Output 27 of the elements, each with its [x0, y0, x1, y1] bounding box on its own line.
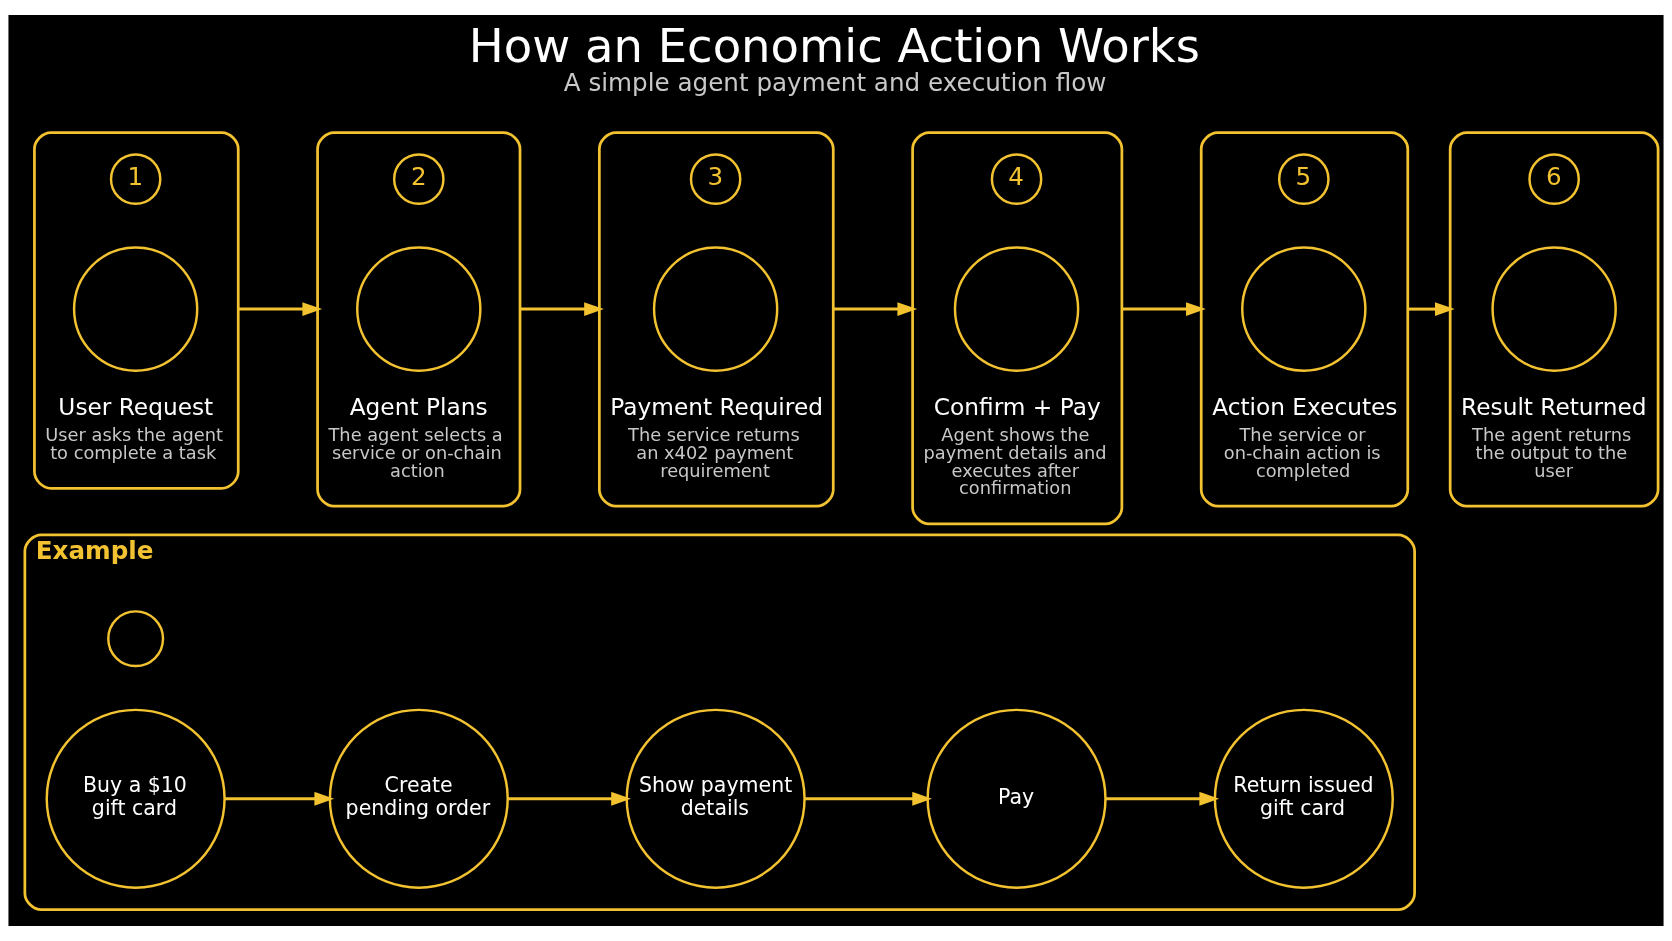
node-circle: 6 [1528, 153, 1580, 205]
node-circle: Show payment details [625, 708, 806, 889]
node-circle: 5 [1277, 153, 1330, 205]
arrow [520, 302, 604, 316]
node-circle [356, 246, 482, 372]
node-circle: Pay [926, 708, 1107, 889]
node-circle [1491, 246, 1617, 372]
node-circle [107, 610, 165, 668]
arrow [238, 302, 323, 316]
arrow [1407, 302, 1455, 316]
arrow [833, 302, 918, 316]
arrow [508, 791, 631, 806]
node-circle [652, 246, 779, 372]
node-circle: Buy a $10 gift card [45, 708, 226, 889]
node-circle: Return issued gift card [1213, 708, 1394, 889]
arrow [804, 791, 932, 806]
node-circle: 1 [109, 153, 162, 205]
node-circle: 2 [392, 153, 445, 205]
node-circle: Create pending order [328, 708, 509, 889]
arrow [1121, 302, 1206, 316]
arrow [224, 791, 335, 806]
node-circle [72, 246, 199, 372]
node-circle: 3 [689, 153, 742, 205]
node-circle [953, 246, 1080, 372]
node-circle [1241, 246, 1367, 372]
node-circle: 4 [990, 153, 1043, 205]
arrow [1105, 791, 1220, 806]
